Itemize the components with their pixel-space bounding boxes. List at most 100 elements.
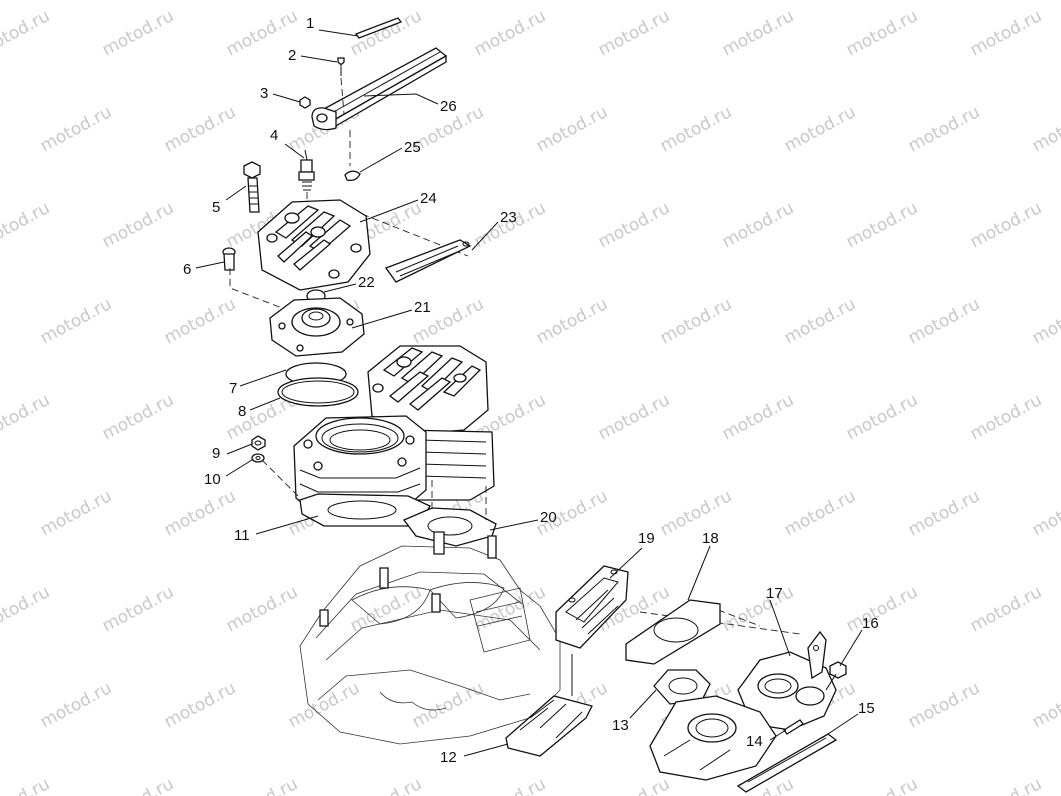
callout-5: 5 bbox=[212, 199, 220, 216]
watermark-text: motod.ru bbox=[0, 582, 53, 636]
watermark-text: motod.ru bbox=[967, 582, 1045, 636]
watermark-text: motod.ru bbox=[843, 390, 921, 444]
watermark-text: motod.ru bbox=[967, 6, 1045, 60]
watermark-text: motod.ru bbox=[0, 198, 53, 252]
watermark-text: motod.ru bbox=[657, 486, 735, 540]
watermark-text: motod.ru bbox=[843, 582, 921, 636]
watermark-text: motod.ru bbox=[161, 486, 239, 540]
watermark-text: motod.ru bbox=[37, 102, 115, 156]
watermark-text: motod.ru bbox=[471, 774, 549, 796]
watermark-text: motod.ru bbox=[161, 678, 239, 732]
callout-11: 11 bbox=[234, 527, 250, 544]
watermark-text: motod.ru bbox=[595, 390, 673, 444]
part-19-reed-valve bbox=[555, 565, 629, 649]
watermark-text: motod.ru bbox=[37, 678, 115, 732]
watermark-text: motod.ru bbox=[37, 294, 115, 348]
watermark-text: motod.ru bbox=[719, 390, 797, 444]
watermark-text: motod.ru bbox=[223, 582, 301, 636]
watermark-text: motod.ru bbox=[161, 102, 239, 156]
watermark-text: motod.ru bbox=[905, 102, 983, 156]
right-cylinder-head bbox=[367, 345, 489, 435]
watermark-text: motod.ru bbox=[595, 198, 673, 252]
watermark-text: motod.ru bbox=[843, 774, 921, 796]
watermark-text: motod.ru bbox=[719, 6, 797, 60]
callout-2: 2 bbox=[288, 47, 296, 64]
part-24-cylinder-head bbox=[257, 199, 371, 291]
part-10-washer bbox=[251, 453, 265, 463]
callout-6: 6 bbox=[183, 261, 191, 278]
watermark-text: motod.ru bbox=[967, 390, 1045, 444]
part-16-bolt bbox=[825, 661, 847, 691]
cylinder-block bbox=[293, 415, 495, 517]
part-21-cover bbox=[269, 297, 365, 357]
callout-22: 22 bbox=[358, 274, 375, 291]
callout-17: 17 bbox=[766, 585, 783, 602]
part-6-bolt bbox=[222, 247, 236, 271]
watermark-text: motod.ru bbox=[0, 390, 53, 444]
callout-7: 7 bbox=[229, 380, 237, 397]
crankcase bbox=[299, 531, 561, 745]
part-9-nut bbox=[251, 435, 266, 451]
watermark-text: motod.ru bbox=[533, 294, 611, 348]
part-25-clip bbox=[344, 170, 361, 182]
part-11-base-gasket bbox=[299, 493, 431, 527]
callout-19: 19 bbox=[638, 530, 655, 547]
part-18-gasket bbox=[625, 599, 721, 665]
callout-13: 13 bbox=[612, 717, 629, 734]
watermark-text: motod.ru bbox=[967, 774, 1045, 796]
watermark-text: motod.ru bbox=[719, 582, 797, 636]
watermark-text: motod.ru bbox=[99, 198, 177, 252]
part-26-rail bbox=[311, 47, 448, 131]
watermark-text: motod.ru bbox=[0, 774, 53, 796]
callout-10: 10 bbox=[204, 471, 221, 488]
part-5-bolt bbox=[243, 161, 261, 213]
watermark-text: motod.ru bbox=[595, 6, 673, 60]
part-14-pin bbox=[783, 719, 804, 735]
watermark-text: motod.ru bbox=[285, 678, 363, 732]
callout-16: 16 bbox=[862, 615, 879, 632]
watermark-text: motod.ru bbox=[99, 6, 177, 60]
watermark-text: motod.ru bbox=[905, 486, 983, 540]
part-2-screw bbox=[337, 57, 345, 76]
callout-24: 24 bbox=[420, 190, 437, 207]
part-13-flange-gasket bbox=[653, 669, 711, 705]
watermark-text: motod.ru bbox=[409, 678, 487, 732]
watermark-text: motod.ru bbox=[719, 198, 797, 252]
watermark-text: motod.ru bbox=[843, 198, 921, 252]
callout-3: 3 bbox=[260, 85, 268, 102]
watermark-text: motod.ru bbox=[657, 102, 735, 156]
callout-26: 26 bbox=[440, 98, 457, 115]
watermark-text: motod.ru bbox=[1029, 102, 1061, 156]
callout-8: 8 bbox=[238, 403, 246, 420]
callout-23: 23 bbox=[500, 209, 517, 226]
callout-9: 9 bbox=[212, 445, 220, 462]
watermark-text: motod.ru bbox=[595, 774, 673, 796]
callout-20: 20 bbox=[540, 509, 557, 526]
watermark-text: motod.ru bbox=[843, 6, 921, 60]
callout-18: 18 bbox=[702, 530, 719, 547]
watermark-text: motod.ru bbox=[905, 294, 983, 348]
watermark-text: motod.ru bbox=[781, 486, 859, 540]
part-15-strap bbox=[736, 733, 838, 793]
callout-25: 25 bbox=[404, 139, 421, 156]
callout-12: 12 bbox=[440, 749, 457, 766]
watermark-text: motod.ru bbox=[1029, 294, 1061, 348]
watermark-text: motod.ru bbox=[967, 198, 1045, 252]
callout-1: 1 bbox=[306, 15, 314, 32]
watermark-text: motod.ru bbox=[99, 774, 177, 796]
part-12-reed-plate bbox=[505, 695, 593, 757]
watermark-text: motod.ru bbox=[471, 6, 549, 60]
callout-21: 21 bbox=[414, 299, 431, 316]
watermark-text: motod.ru bbox=[1029, 486, 1061, 540]
part-20-gasket bbox=[402, 507, 497, 547]
watermark-text: motod.ru bbox=[533, 102, 611, 156]
watermark-text: motod.ru bbox=[905, 678, 983, 732]
watermark-text: motod.ru bbox=[781, 294, 859, 348]
part-1-pin bbox=[354, 17, 403, 39]
watermark-text: motod.ru bbox=[37, 486, 115, 540]
watermark-text: motod.ru bbox=[0, 6, 53, 60]
part-23-gasket bbox=[384, 239, 472, 283]
watermark-text: motod.ru bbox=[347, 774, 425, 796]
